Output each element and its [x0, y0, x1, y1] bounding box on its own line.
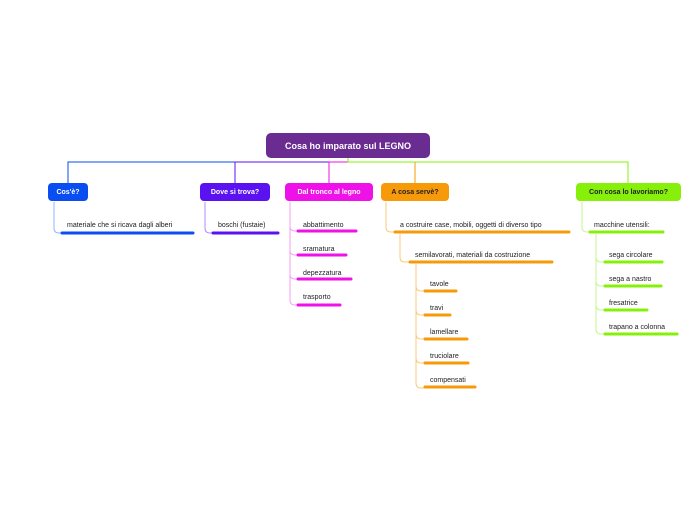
leaf-semilavorati[interactable]: semilavorati, materiali da costruzione: [415, 252, 531, 259]
leaf-abbattimento[interactable]: abbattimento: [303, 222, 344, 229]
leaf-tavole[interactable]: tavole: [430, 281, 449, 288]
leaf-sramatura[interactable]: sramatura: [303, 246, 335, 253]
leaf-compensati[interactable]: compensati: [430, 377, 466, 384]
root-node[interactable]: Cosa ho imparato sul LEGNO: [266, 133, 430, 158]
leaf-trasporto[interactable]: trasporto: [303, 294, 331, 301]
leaf-lamellare[interactable]: lamellare: [430, 329, 459, 336]
leaf-travi[interactable]: travi: [430, 305, 444, 312]
topic-cose[interactable]: Cos'è?: [48, 183, 88, 201]
topic-dove-si-trova[interactable]: Dove si trova?: [200, 183, 270, 201]
leaf-boschi[interactable]: boschi (fustaie): [218, 222, 266, 229]
leaf-macchine-utensili[interactable]: macchine utensili:: [594, 222, 650, 229]
topic-dal-tronco-al-legno[interactable]: Dal tronco al legno: [285, 183, 373, 201]
topic-con-cosa-lo-lavoriamo[interactable]: Con cosa lo lavoriamo?: [576, 183, 681, 201]
leaf-sega-circolare[interactable]: sega circolare: [609, 252, 653, 259]
leaf-materiale[interactable]: materiale che si ricava dagli alberi: [67, 222, 173, 229]
leaf-truciolare[interactable]: truciolare: [430, 353, 459, 360]
leaf-trapano-a-colonna[interactable]: trapano a colonna: [609, 324, 666, 331]
leaf-a-costruire[interactable]: a costruire case, mobili, oggetti di div…: [400, 222, 542, 229]
leaf-fresatrice[interactable]: fresatrice: [609, 300, 638, 307]
leaf-depezzatura[interactable]: depezzatura: [303, 270, 342, 277]
leaf-sega-a-nastro[interactable]: sega a nastro: [609, 276, 652, 283]
topic-a-cosa-serve[interactable]: A cosa servè?: [381, 183, 449, 201]
